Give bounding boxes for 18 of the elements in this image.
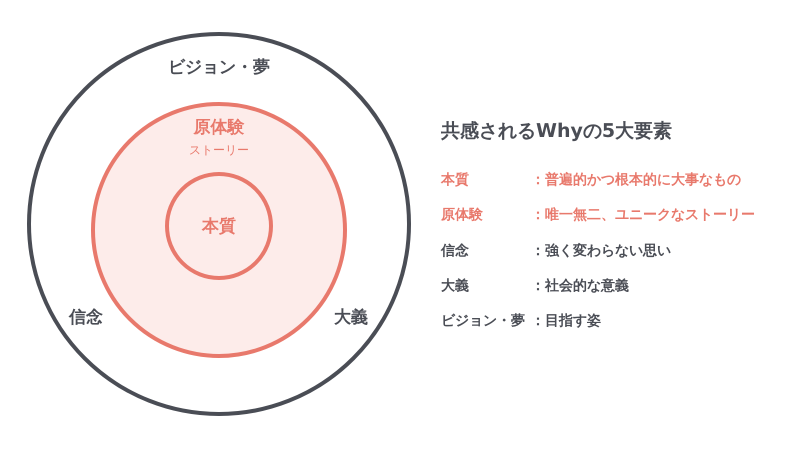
- element-description: ：目指す姿: [531, 314, 601, 328]
- element-name: 原体験: [441, 208, 483, 222]
- element-name: 信念: [441, 244, 469, 258]
- circle-label: 信念: [69, 310, 103, 326]
- element-name: 本質: [441, 173, 469, 187]
- element-description: ：唯一無二、ユニークなストーリー: [531, 208, 755, 222]
- circle-label: 原体験: [194, 120, 244, 136]
- title: 共感されるWhyの5大要素: [441, 122, 672, 141]
- circle-label: ビジョン・夢: [168, 60, 270, 76]
- element-name: ビジョン・夢: [441, 314, 525, 328]
- element-description: ：社会的な意義: [531, 278, 629, 293]
- circle-label: 大義: [334, 310, 368, 326]
- circle-label: 本質: [202, 218, 236, 236]
- element-name: 大義: [441, 278, 469, 293]
- circle-ring: [165, 172, 273, 280]
- element-description: ：強く変わらない思い: [531, 244, 671, 258]
- circle-sublabel: ストーリー: [189, 144, 249, 156]
- element-description: ：普遍的かつ根本的に大事なもの: [531, 173, 741, 187]
